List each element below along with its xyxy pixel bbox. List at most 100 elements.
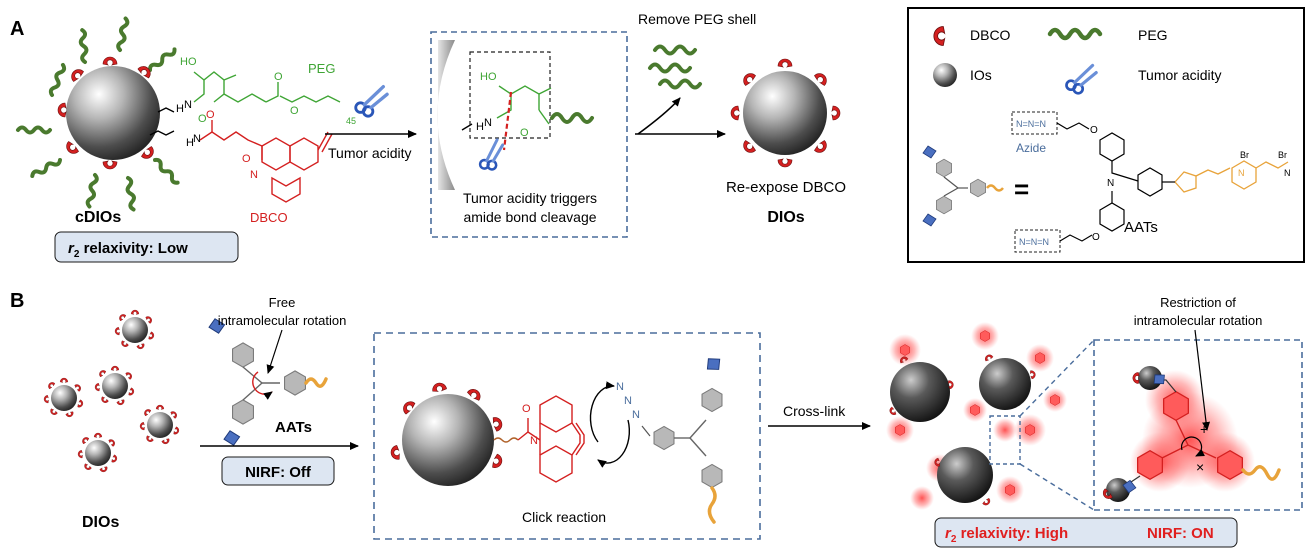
chem-ho: HO bbox=[180, 56, 197, 68]
cross-link-label: Cross-link bbox=[783, 403, 846, 419]
click-reaction-box bbox=[373, 332, 761, 540]
relaxivity-high-text: r2 relaxivity: High bbox=[945, 525, 1068, 545]
chem-n: N bbox=[1238, 168, 1245, 178]
chem-o: O bbox=[522, 403, 531, 415]
chem-h: H bbox=[476, 121, 484, 133]
legend-tumor-acidity: Tumor acidity bbox=[1138, 67, 1222, 83]
zoom-selection-box bbox=[989, 415, 1021, 465]
click-reaction-label: Click reaction bbox=[522, 509, 606, 525]
bond bbox=[689, 437, 707, 457]
equals-sign: = bbox=[1014, 174, 1029, 204]
legend-azide-label: Azide bbox=[1016, 141, 1046, 155]
chem-n: N bbox=[1107, 178, 1114, 189]
free-rotation-pointer bbox=[266, 329, 283, 374]
bromide-label: Br bbox=[1240, 150, 1249, 160]
cleavable-linker-structure bbox=[193, 71, 341, 103]
dios-label: DIOs bbox=[767, 209, 804, 226]
ios-icon bbox=[933, 63, 957, 87]
peg-subscript: 45 bbox=[346, 116, 356, 126]
chem-n: N bbox=[184, 99, 192, 111]
restriction-line1: Restriction of bbox=[1160, 295, 1236, 310]
restriction-pointer bbox=[1194, 329, 1211, 431]
chem-o: O bbox=[274, 71, 283, 83]
relaxivity-high-badge bbox=[934, 517, 1238, 548]
click-arrow-lower bbox=[597, 419, 631, 468]
free-rotation-line1: Free bbox=[269, 295, 296, 310]
legend-aats: AATs bbox=[1124, 219, 1158, 236]
linker-bond bbox=[149, 130, 175, 136]
cleavage-site-line bbox=[502, 91, 513, 151]
cross-mark: × bbox=[1196, 459, 1204, 475]
panel-b-letter: B bbox=[10, 290, 24, 312]
free-rotation-line2: intramolecular rotation bbox=[218, 313, 347, 328]
chem-n: N bbox=[1284, 168, 1291, 178]
legend-ios: IOs bbox=[970, 67, 992, 83]
cdios-particle bbox=[16, 16, 179, 212]
bond bbox=[641, 425, 651, 437]
crosslinked-cluster bbox=[886, 322, 1067, 510]
click-dbco-structure bbox=[517, 395, 585, 483]
aats-b-label: AATs bbox=[275, 419, 312, 436]
chem-o: O bbox=[206, 109, 215, 121]
hex-ring bbox=[653, 425, 675, 451]
peg-icon bbox=[1047, 27, 1103, 41]
bromide-label: Br bbox=[1278, 150, 1287, 160]
panel-a-letter: A bbox=[10, 18, 24, 40]
arrow-tumor-acidity-label: Tumor acidity bbox=[328, 145, 412, 161]
remove-peg-arrow bbox=[637, 97, 681, 135]
restriction-line2: intramolecular rotation bbox=[1134, 313, 1263, 328]
hex-ring bbox=[701, 463, 723, 489]
nirf-off-badge bbox=[221, 456, 335, 486]
removed-peg-chains bbox=[648, 44, 702, 90]
amide-highlight-box bbox=[469, 51, 551, 139]
scissors-icon bbox=[354, 85, 389, 118]
remove-peg-label: Remove PEG shell bbox=[638, 11, 756, 27]
zoom-line-bottom bbox=[1019, 463, 1095, 511]
legend-dbco: DBCO bbox=[970, 27, 1011, 43]
cleavage-caption-line1: Tumor acidity triggers bbox=[463, 190, 597, 206]
legend-box bbox=[907, 7, 1305, 263]
legend-peg: PEG bbox=[1138, 27, 1168, 43]
reexpose-label: Re-expose DBCO bbox=[726, 179, 846, 196]
click-particle bbox=[389, 381, 505, 486]
chem-o: O bbox=[1092, 232, 1100, 243]
chem-ho: HO bbox=[480, 71, 497, 83]
aats-structure bbox=[1056, 122, 1163, 242]
restricted-aats bbox=[1100, 366, 1281, 502]
chem-n: N bbox=[632, 409, 640, 421]
dios-cluster bbox=[44, 310, 180, 473]
chem-n: N bbox=[616, 381, 624, 393]
relaxivity-low-text: r2 relaxivity: Low bbox=[68, 240, 188, 260]
chem-o: O bbox=[520, 127, 529, 139]
click-arrow-upper bbox=[589, 381, 615, 443]
linker-wave bbox=[493, 437, 519, 443]
bond bbox=[689, 419, 707, 439]
cleavage-caption-line2: amide bond cleavage bbox=[463, 209, 596, 225]
azide-group-top: N=N=N bbox=[1016, 119, 1046, 129]
chem-h: H bbox=[176, 103, 184, 115]
chem-o: O bbox=[242, 153, 251, 165]
chem-o: O bbox=[1090, 125, 1098, 136]
diamond-marker bbox=[702, 353, 725, 375]
rotation-arrow bbox=[252, 371, 273, 400]
hex-ring bbox=[701, 387, 723, 413]
nirf-off-text: NIRF: Off bbox=[245, 464, 312, 481]
restricted-rotation-arrow bbox=[1180, 436, 1205, 457]
orange-chain bbox=[707, 486, 717, 524]
particle-surface bbox=[437, 40, 455, 190]
aats-emitter-structure bbox=[1174, 160, 1289, 193]
restriction-zoom-box bbox=[1093, 339, 1303, 511]
linker-bond bbox=[157, 107, 175, 113]
zoom-linker-structure bbox=[496, 85, 552, 125]
peg-chain bbox=[550, 112, 594, 124]
dios-b-label: DIOs bbox=[82, 514, 119, 531]
cleavage-zoom-box bbox=[430, 31, 628, 238]
chem-n: N bbox=[530, 435, 538, 447]
chem-n: N bbox=[193, 133, 201, 145]
dbco-structure bbox=[199, 120, 333, 203]
aats-molecule bbox=[208, 318, 328, 446]
dbco-label: DBCO bbox=[250, 210, 288, 225]
relaxivity-low-badge bbox=[54, 231, 239, 263]
peg-label: PEG bbox=[308, 61, 335, 76]
